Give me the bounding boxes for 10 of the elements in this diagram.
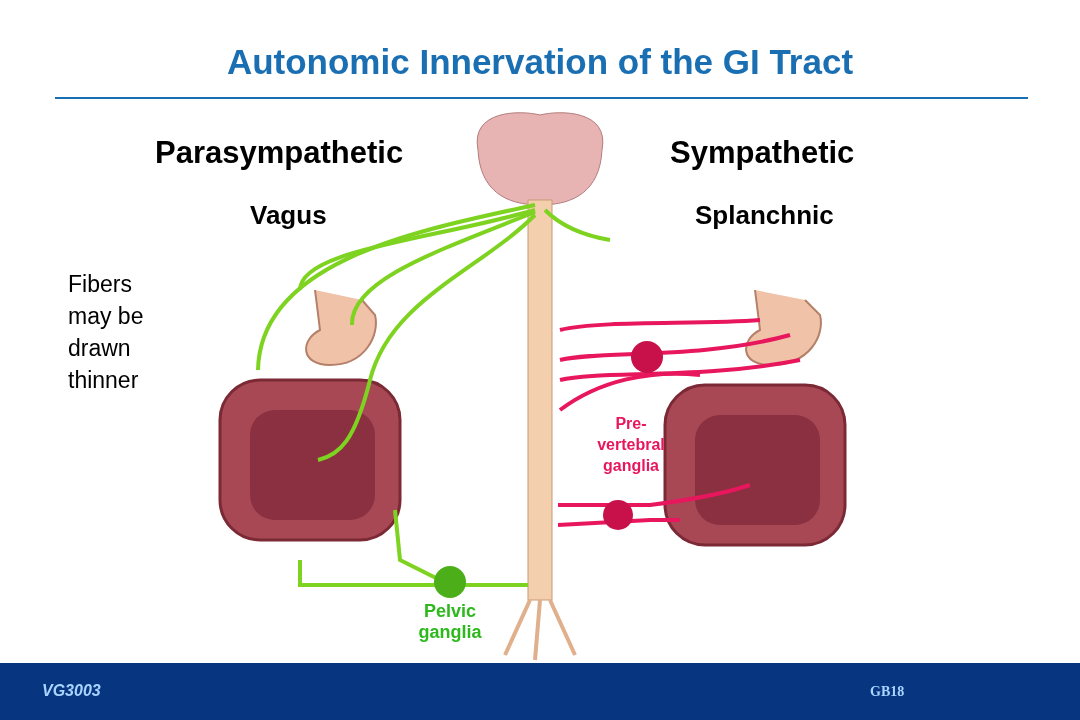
- nerve-label: Vagus: [250, 200, 327, 231]
- section-heading: Sympathetic: [670, 135, 855, 171]
- ganglia-label: Pre-vertebral ganglia: [596, 414, 666, 476]
- slide-title: Autonomic Innervation of the GI Tract: [225, 42, 855, 82]
- ganglia-label: Pelvic ganglia: [417, 601, 483, 643]
- slide-code: VG3003: [42, 682, 101, 700]
- note-text: Fibers may be drawn thinner: [68, 270, 145, 395]
- nerve-label: Splanchnic: [695, 200, 834, 231]
- section-heading: Parasympathetic: [155, 135, 404, 171]
- slide-code: GB18: [870, 684, 905, 700]
